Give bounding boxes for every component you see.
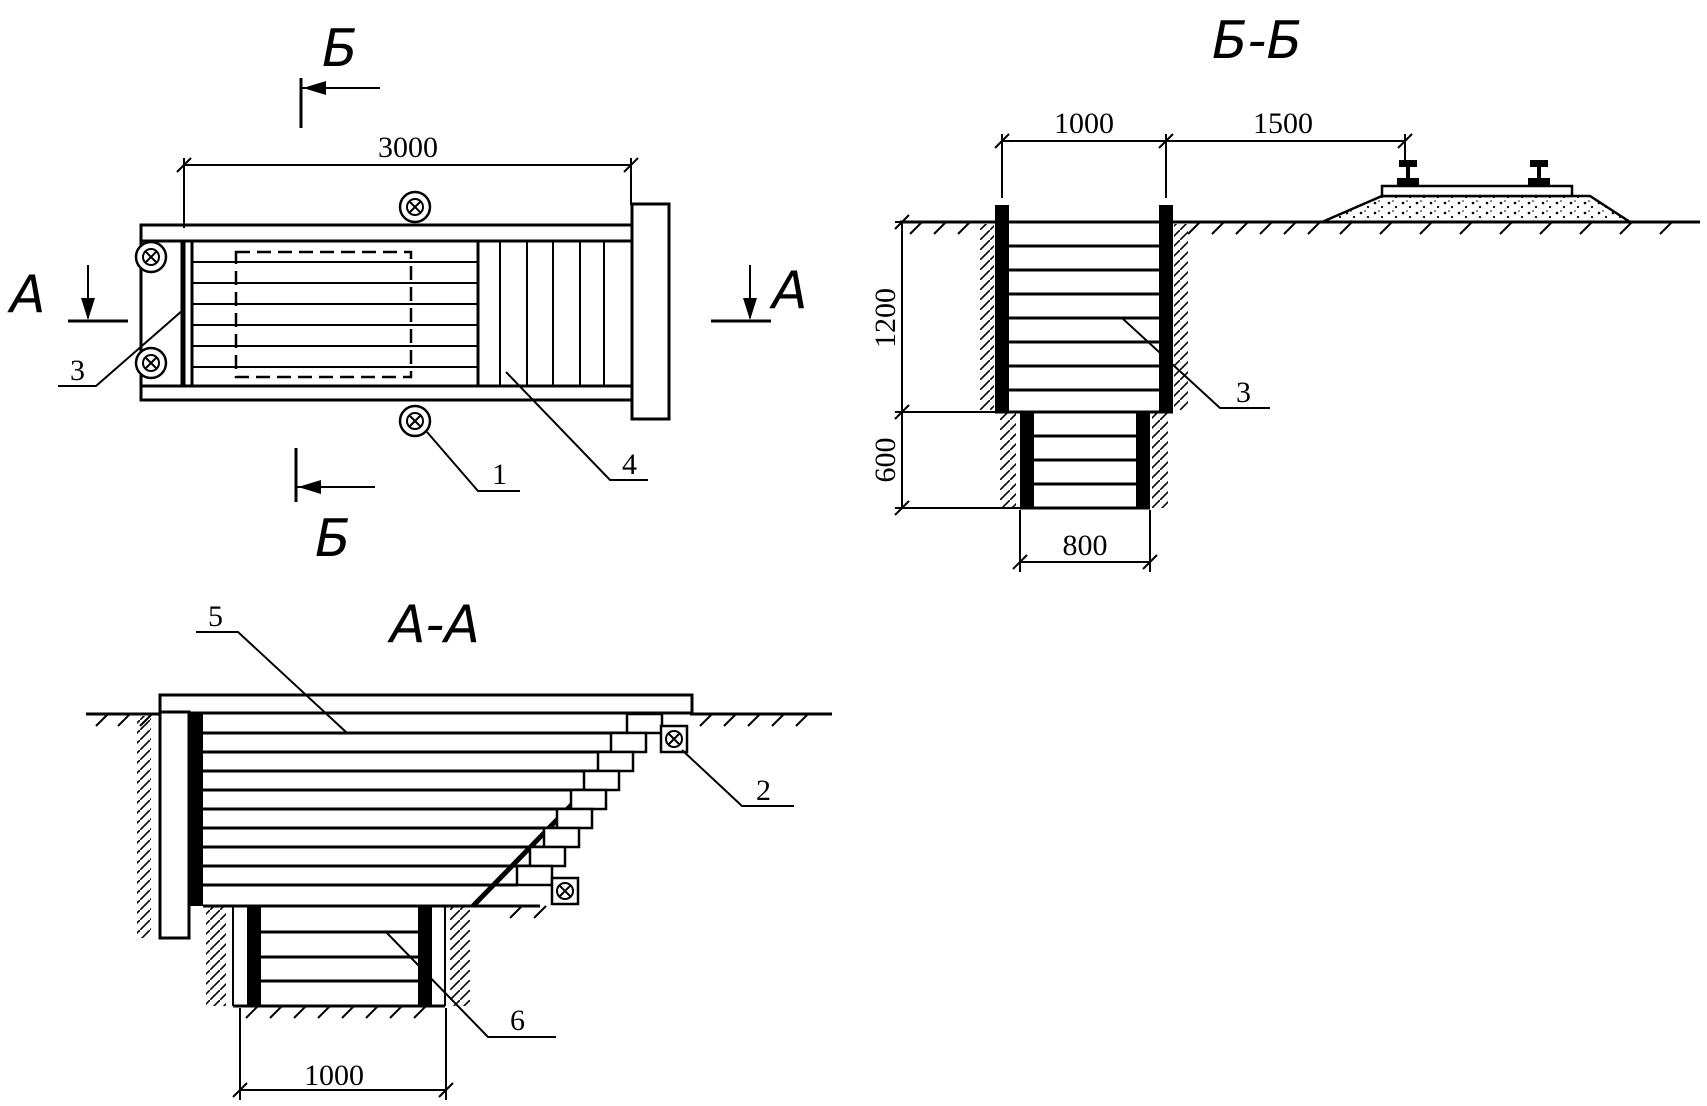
bolt-icon bbox=[398, 190, 432, 224]
soil-hatch-pit-left bbox=[206, 906, 226, 1006]
dim-bb-upper-depth-label: 1200 bbox=[869, 288, 902, 348]
dim-bb-bottom-width: 800 bbox=[1012, 510, 1158, 572]
callout-6: 6 bbox=[385, 931, 556, 1038]
cut-label-a-right: А bbox=[769, 261, 808, 321]
section-aa-title: А-А bbox=[387, 595, 480, 655]
svg-text:3: 3 bbox=[70, 354, 85, 387]
plan-view: Б Б А А 3000 bbox=[7, 19, 808, 569]
aa-lower-pit bbox=[232, 906, 446, 1008]
svg-text:6: 6 bbox=[510, 1004, 525, 1037]
soil-hatch-pit-right bbox=[450, 906, 470, 1006]
dim-bb-depths: 1200 600 bbox=[869, 214, 1020, 516]
ground-hatch bbox=[909, 221, 1673, 235]
svg-text:3: 3 bbox=[1236, 376, 1251, 409]
callout-2: 2 bbox=[681, 749, 794, 807]
svg-text:4: 4 bbox=[622, 448, 637, 481]
cut-marker-b-top: Б bbox=[299, 19, 380, 128]
cut-label-b-bottom: Б bbox=[315, 509, 351, 569]
cut-marker-a-right: А bbox=[711, 261, 808, 323]
callout-3-bb: 3 bbox=[1121, 317, 1270, 409]
aa-left-post bbox=[158, 710, 191, 940]
dim-plan-length-label: 3000 bbox=[378, 131, 438, 164]
plan-vertical-planks bbox=[476, 241, 605, 386]
cut-marker-a-left: А bbox=[7, 265, 128, 325]
section-bb-title: Б-Б bbox=[1212, 11, 1302, 71]
soil-hatch bbox=[1152, 412, 1168, 508]
callout-4-plan: 4 bbox=[505, 371, 648, 481]
cut-label-b-top: Б bbox=[322, 19, 358, 79]
cut-marker-b-bottom: Б bbox=[294, 448, 375, 569]
aa-step-blocks bbox=[515, 712, 664, 887]
dim-bb-bottom-width-label: 800 bbox=[1063, 529, 1108, 562]
callout-1-plan: 1 bbox=[426, 431, 520, 492]
plan-end-board bbox=[630, 202, 671, 421]
anchor-icon bbox=[659, 724, 689, 754]
rail-icon bbox=[1528, 160, 1550, 186]
section-bb: Б-Б bbox=[869, 11, 1700, 572]
dim-aa-bottom-width: 1000 bbox=[232, 1008, 454, 1100]
dim-plan-length: 3000 bbox=[176, 131, 639, 228]
dim-bb-lower-depth-label: 600 bbox=[869, 438, 902, 483]
rail-icon bbox=[1397, 160, 1419, 186]
soil-hatch bbox=[1000, 412, 1016, 508]
dim-bb-offset-label: 1500 bbox=[1253, 107, 1313, 140]
plan-dashed-opening bbox=[234, 250, 413, 379]
rail-embankment bbox=[1321, 160, 1635, 224]
dim-aa-bottom-width-label: 1000 bbox=[304, 1059, 364, 1092]
soil-hatch bbox=[1174, 224, 1188, 410]
callout-3-plan: 3 bbox=[58, 309, 184, 387]
soil-hatch-left bbox=[137, 716, 151, 938]
svg-text:2: 2 bbox=[756, 774, 771, 807]
plan-horizontal-planks bbox=[192, 261, 478, 368]
soil-hatch bbox=[980, 224, 994, 410]
bolt-icon bbox=[134, 240, 168, 274]
section-aa: А-А bbox=[86, 595, 832, 1100]
aa-top-board bbox=[158, 693, 694, 715]
bolt-icon bbox=[134, 346, 168, 380]
svg-text:1: 1 bbox=[492, 458, 507, 491]
dim-bb-top-width-label: 1000 bbox=[1054, 107, 1114, 140]
bb-lower-planks bbox=[1034, 434, 1136, 486]
aa-sheeting-rows bbox=[203, 731, 627, 908]
svg-text:5: 5 bbox=[208, 600, 223, 633]
anchor-icon bbox=[550, 876, 580, 906]
callout-5: 5 bbox=[196, 600, 347, 733]
cut-label-a-left: А bbox=[7, 265, 46, 325]
dim-bb-top: 1000 1500 bbox=[994, 107, 1413, 198]
bolt-icon bbox=[398, 404, 432, 438]
bb-upper-planks bbox=[1009, 220, 1159, 392]
